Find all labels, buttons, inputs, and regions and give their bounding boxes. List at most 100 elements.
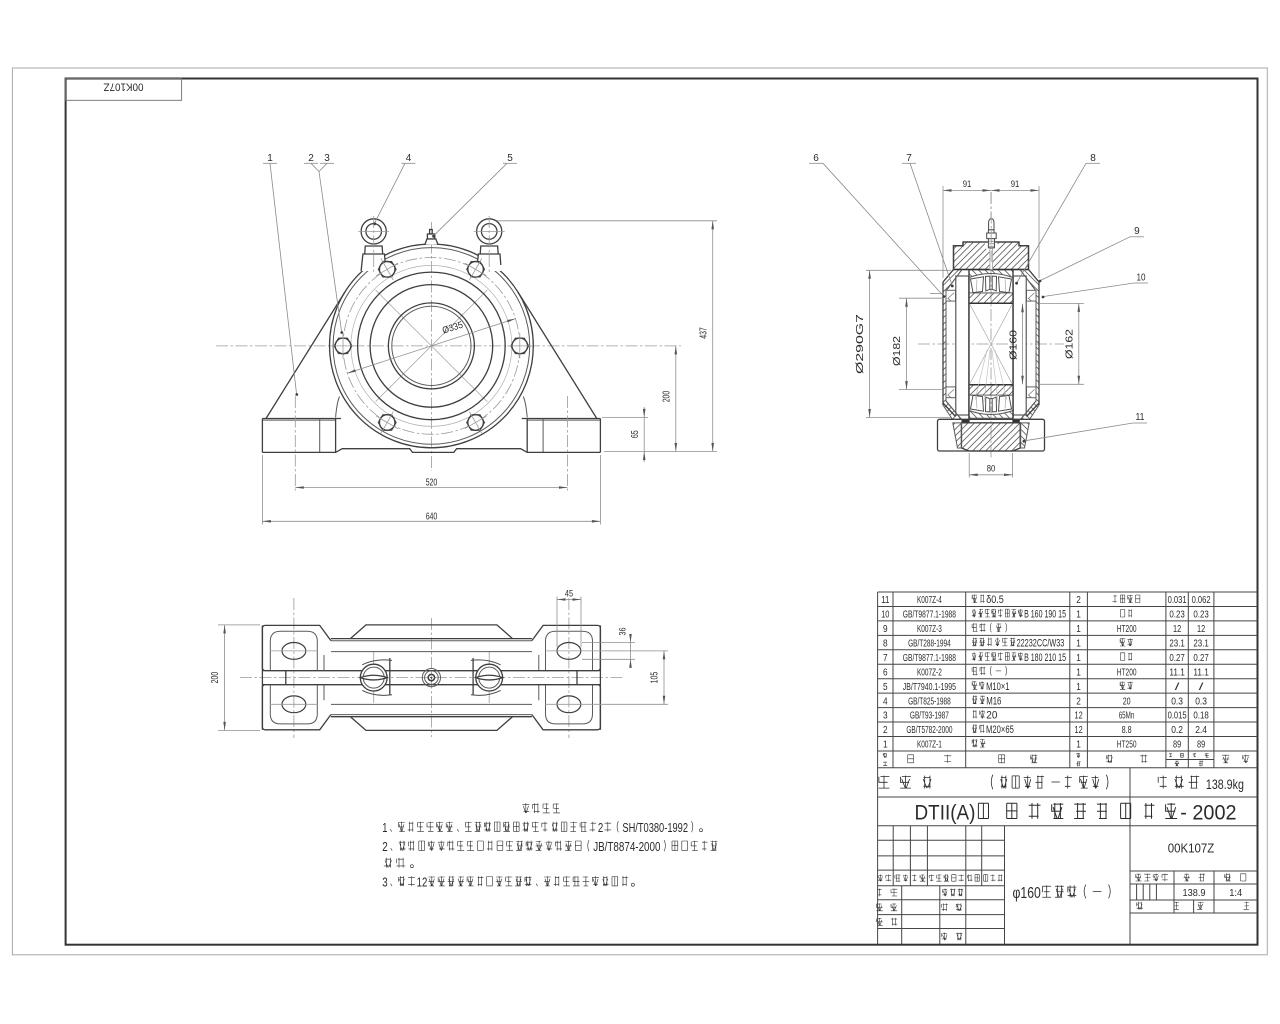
svg-text:K007Z-4: K007Z-4 — [917, 594, 942, 606]
svg-text:9: 9 — [1134, 226, 1140, 237]
svg-text:GB/T93-1987: GB/T93-1987 — [910, 710, 949, 722]
svg-text:M16: M16 — [986, 695, 1001, 707]
svg-text:GB/T825-1988: GB/T825-1988 — [908, 695, 951, 707]
svg-text:GB/T288-1994: GB/T288-1994 — [908, 638, 951, 650]
svg-text:2.4: 2.4 — [1195, 724, 1207, 736]
svg-text:7: 7 — [906, 153, 912, 164]
svg-text:11: 11 — [1136, 412, 1145, 423]
svg-text:6: 6 — [813, 153, 819, 164]
svg-text:1: 1 — [1076, 666, 1081, 678]
svg-text:45: 45 — [565, 589, 573, 600]
svg-text:3: 3 — [324, 153, 330, 164]
svg-text:0.27: 0.27 — [1193, 652, 1209, 664]
svg-text:00K107Z: 00K107Z — [1168, 841, 1215, 856]
svg-text:B 160 190 15: B 160 190 15 — [1024, 609, 1066, 621]
svg-text:2: 2 — [883, 724, 888, 736]
svg-text:12: 12 — [417, 875, 428, 890]
svg-text:65Mn: 65Mn — [1119, 710, 1135, 722]
svg-text:5: 5 — [507, 153, 513, 164]
svg-text:1: 1 — [1076, 623, 1081, 635]
svg-text:0.23: 0.23 — [1169, 609, 1185, 621]
svg-text:0.3: 0.3 — [1195, 695, 1207, 707]
svg-text:HT200: HT200 — [1117, 623, 1137, 635]
svg-text:Ø162: Ø162 — [1064, 328, 1075, 359]
svg-text:20: 20 — [986, 710, 997, 722]
svg-text:2: 2 — [1076, 695, 1081, 707]
svg-text:3: 3 — [382, 875, 387, 890]
svg-text:22232CC/W33: 22232CC/W33 — [1017, 638, 1065, 650]
svg-text:0.015: 0.015 — [1168, 710, 1187, 722]
svg-text:δ0.5: δ0.5 — [986, 594, 1004, 606]
svg-text:11.1: 11.1 — [1193, 666, 1209, 678]
svg-text:3: 3 — [883, 710, 888, 722]
svg-text:0.2: 0.2 — [1171, 724, 1183, 736]
svg-text:8: 8 — [883, 638, 888, 650]
svg-text:91: 91 — [1011, 179, 1020, 190]
svg-text:11: 11 — [881, 594, 889, 606]
svg-text:- 2002: - 2002 — [1180, 802, 1236, 825]
svg-text:65: 65 — [630, 430, 641, 438]
svg-text:8: 8 — [1090, 153, 1096, 164]
svg-text:91: 91 — [963, 179, 972, 190]
svg-text:/: / — [1199, 681, 1204, 693]
svg-text:138.9kg: 138.9kg — [1206, 776, 1244, 792]
svg-text:SH/T0380-1992: SH/T0380-1992 — [622, 820, 688, 835]
svg-text:2: 2 — [382, 839, 388, 854]
svg-text:89: 89 — [1173, 739, 1181, 751]
svg-text:138.9: 138.9 — [1183, 887, 1206, 899]
svg-text:00K107Z: 00K107Z — [103, 80, 143, 92]
svg-text:GB/T9877.1-1988: GB/T9877.1-1988 — [903, 652, 956, 664]
svg-text:K007Z-1: K007Z-1 — [917, 739, 942, 751]
svg-text:12: 12 — [1173, 623, 1181, 635]
svg-text:2: 2 — [1076, 594, 1081, 606]
svg-text:GB/T9877.1-1988: GB/T9877.1-1988 — [903, 609, 956, 621]
svg-text:JB/T8874-2000: JB/T8874-2000 — [593, 839, 660, 854]
svg-text:4: 4 — [406, 153, 412, 164]
svg-text:36: 36 — [618, 627, 629, 635]
svg-text:1: 1 — [1076, 681, 1081, 693]
svg-text:Ø182: Ø182 — [892, 335, 903, 366]
svg-text:/: / — [1175, 681, 1180, 693]
svg-text:1: 1 — [267, 153, 273, 164]
svg-text:1: 1 — [1076, 739, 1081, 751]
svg-text:23.1: 23.1 — [1193, 638, 1209, 650]
svg-text:M10×1: M10×1 — [986, 681, 1009, 693]
svg-text:1: 1 — [883, 739, 888, 751]
svg-text:12: 12 — [1197, 623, 1205, 635]
svg-text:6: 6 — [883, 666, 888, 678]
svg-text:7: 7 — [883, 652, 888, 664]
svg-text:φ160: φ160 — [1013, 885, 1041, 902]
svg-text:640: 640 — [426, 511, 438, 522]
svg-text:105: 105 — [649, 671, 660, 683]
svg-text:200: 200 — [661, 390, 672, 402]
svg-text:4: 4 — [883, 695, 888, 707]
svg-text:0.23: 0.23 — [1193, 609, 1209, 621]
svg-text:10: 10 — [1137, 273, 1146, 284]
svg-text:1: 1 — [1076, 652, 1081, 664]
svg-text:0.031: 0.031 — [1168, 594, 1187, 606]
svg-text:B 180 210 15: B 180 210 15 — [1024, 652, 1066, 664]
svg-text:20: 20 — [1123, 695, 1131, 707]
svg-text:2: 2 — [598, 820, 603, 835]
svg-text:1: 1 — [382, 820, 387, 835]
svg-text:M20×65: M20×65 — [986, 724, 1014, 736]
svg-text:1:4: 1:4 — [1229, 887, 1242, 899]
svg-text:437: 437 — [698, 327, 709, 339]
svg-text:K007Z-2: K007Z-2 — [917, 666, 942, 678]
svg-text:GB/T5782-2000: GB/T5782-2000 — [906, 724, 952, 736]
svg-text:1: 1 — [1076, 609, 1081, 621]
svg-text:Ø290G7: Ø290G7 — [855, 313, 866, 374]
svg-text:10: 10 — [881, 609, 889, 621]
svg-text:9: 9 — [883, 623, 888, 635]
svg-text:520: 520 — [426, 478, 438, 489]
svg-text:1: 1 — [1076, 638, 1081, 650]
svg-text:89: 89 — [1197, 739, 1205, 751]
svg-text:2: 2 — [308, 153, 314, 164]
svg-text:JB/T7940.1-1995: JB/T7940.1-1995 — [903, 681, 956, 693]
svg-text:11.1: 11.1 — [1169, 666, 1185, 678]
svg-text:0.27: 0.27 — [1169, 652, 1185, 664]
svg-text:0.3: 0.3 — [1171, 695, 1183, 707]
svg-text:0.062: 0.062 — [1192, 594, 1211, 606]
svg-text:8.8: 8.8 — [1122, 724, 1132, 736]
svg-text:23.1: 23.1 — [1169, 638, 1185, 650]
